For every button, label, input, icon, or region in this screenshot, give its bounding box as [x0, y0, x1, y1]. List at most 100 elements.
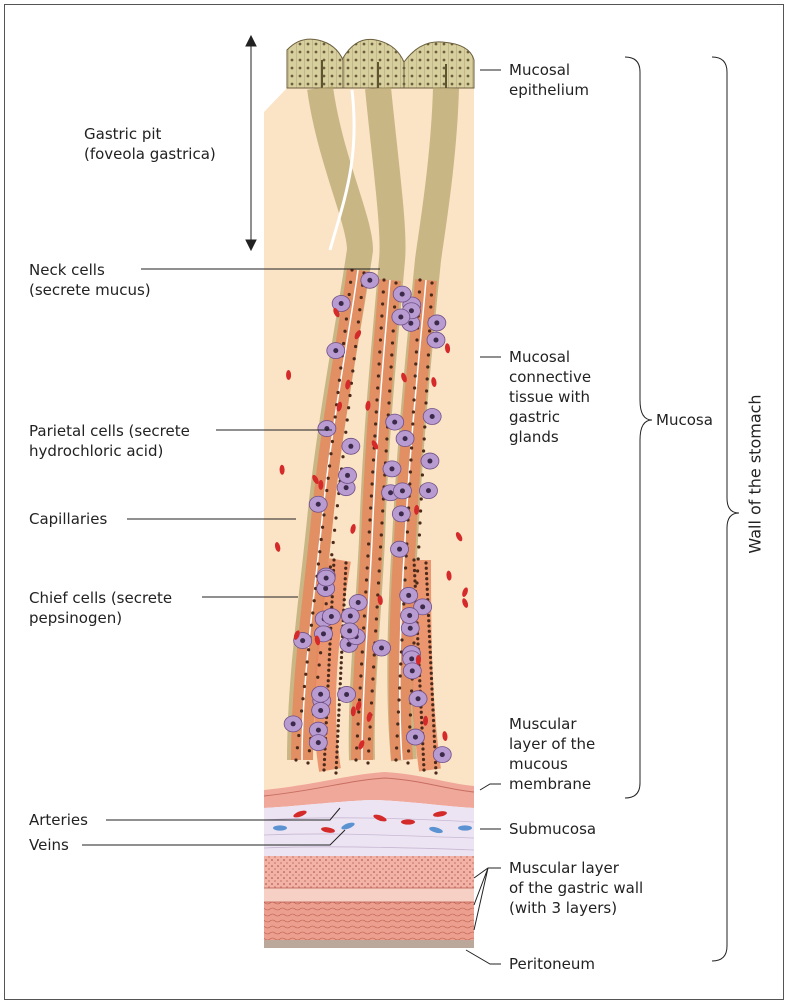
parietal-nucleus [433, 338, 438, 343]
nucleus [303, 685, 306, 688]
nucleus [413, 564, 416, 567]
nucleus [334, 516, 337, 519]
parietal-nucleus [397, 547, 402, 552]
nucleus [434, 766, 437, 769]
nucleus [370, 701, 373, 704]
nucleus [390, 365, 393, 368]
nucleus [306, 660, 309, 663]
nucleus [327, 669, 330, 672]
nucleus [380, 521, 383, 524]
nucleus [427, 619, 430, 622]
nucleus [316, 676, 319, 679]
nucleus [434, 771, 437, 774]
nucleus [357, 710, 360, 713]
parietal-nucleus [339, 301, 344, 306]
nucleus [417, 557, 420, 560]
parietal-nucleus [347, 628, 352, 633]
nucleus [421, 473, 424, 476]
nucleus [432, 729, 435, 732]
nucleus [339, 672, 342, 675]
nucleus [343, 330, 346, 333]
nucleus [359, 674, 362, 677]
parietal-nucleus [379, 645, 384, 650]
nucleus [397, 698, 400, 701]
nucleus [399, 662, 402, 665]
nucleus [390, 353, 393, 356]
parietal-nucleus [408, 321, 413, 326]
nucleus [325, 602, 328, 605]
parietal-nucleus [344, 692, 349, 697]
nucleus [313, 599, 316, 602]
nucleus [388, 389, 391, 392]
parietal-nucleus [333, 348, 338, 353]
nucleus [367, 542, 370, 545]
nucleus [337, 719, 340, 722]
parietal-nucleus [389, 466, 394, 471]
parietal-nucleus [406, 593, 411, 598]
nucleus [422, 768, 425, 771]
label-arteries: Arteries [29, 810, 88, 830]
nucleus [318, 663, 321, 666]
nucleus [327, 663, 330, 666]
nucleus [432, 719, 435, 722]
nucleus [375, 617, 378, 620]
label-veins: Veins [29, 835, 69, 855]
nucleus [430, 293, 433, 296]
parietal-nucleus [321, 631, 326, 636]
nucleus [416, 642, 419, 645]
parietal-nucleus [316, 502, 321, 507]
nucleus [417, 545, 420, 548]
nucleus [394, 281, 397, 284]
nucleus [344, 561, 347, 564]
nucleus [329, 452, 332, 455]
nucleus [347, 406, 350, 409]
nucleus [339, 666, 342, 669]
nucleus [337, 708, 340, 711]
parietal-nucleus [409, 656, 414, 661]
nucleus [380, 326, 383, 329]
nucleus [375, 398, 378, 401]
nucleus [371, 482, 374, 485]
nucleus [362, 626, 365, 629]
nucleus [427, 614, 430, 617]
nucleus [343, 598, 346, 601]
nucleus [387, 401, 390, 404]
nucleus [336, 740, 339, 743]
nucleus [308, 749, 311, 752]
nucleus [322, 768, 325, 771]
nucleus [360, 296, 363, 299]
nucleus [332, 558, 335, 561]
nucleus [418, 533, 421, 536]
nucleus [328, 648, 331, 651]
nucleus [422, 758, 425, 761]
nucleus [432, 724, 435, 727]
nucleus [354, 345, 357, 348]
label-wall-of-stomach: Wall of the stomach [746, 394, 765, 553]
muscularis-externa-middle [264, 888, 474, 902]
nucleus [381, 302, 384, 305]
nucleus [333, 529, 336, 532]
nucleus [420, 711, 423, 714]
nucleus [368, 737, 371, 740]
nucleus [416, 569, 419, 572]
nucleus [331, 440, 334, 443]
parietal-nucleus [430, 414, 435, 419]
nucleus [430, 281, 433, 284]
parietal-nucleus [420, 604, 425, 609]
nucleus [379, 545, 382, 548]
nucleus [376, 386, 379, 389]
nucleus [423, 437, 426, 440]
nucleus [393, 305, 396, 308]
vessel [401, 819, 415, 824]
nucleus [378, 350, 381, 353]
nucleus [408, 725, 411, 728]
nucleus [337, 714, 340, 717]
label-mucosal-connective-tissue: Mucosalconnective tissue withgastric gla… [509, 347, 591, 447]
nucleus [359, 686, 362, 689]
nucleus [429, 656, 432, 659]
parietal-nucleus [316, 728, 321, 733]
parietal-nucleus [324, 576, 329, 581]
nucleus [358, 308, 361, 311]
nucleus [412, 410, 415, 413]
